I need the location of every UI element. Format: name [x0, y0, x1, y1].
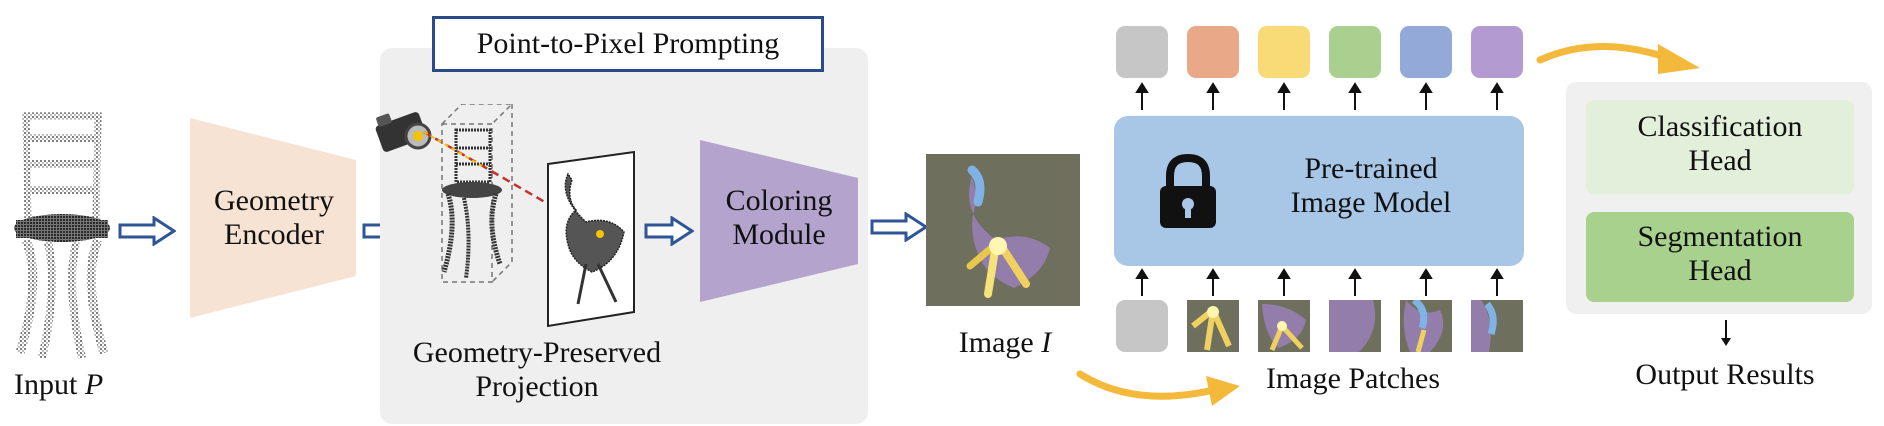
- image-patch: [1258, 300, 1310, 352]
- image-patch: [1400, 300, 1452, 352]
- image-patch: [1329, 300, 1381, 352]
- projection-line2: Projection: [475, 370, 599, 403]
- input-label-text: Input: [14, 368, 85, 401]
- output-results-label: Output Results: [1635, 358, 1815, 391]
- output-token: [1400, 26, 1452, 78]
- curved-arrow-icon: [1536, 43, 1700, 74]
- projection-line1: Geometry-Preserved: [412, 336, 662, 369]
- coloring-module-line2: Module: [732, 218, 826, 251]
- segmentation-line2: Head: [1688, 254, 1752, 287]
- down-arrow-icon: [1721, 320, 1731, 346]
- projection-illustration: [375, 104, 635, 328]
- input-label: Input P: [14, 368, 103, 402]
- image-label: Image I: [940, 326, 1070, 360]
- segmentation-line1: Segmentation: [1637, 220, 1803, 253]
- output-token: [1258, 26, 1310, 78]
- lock-icon: [1160, 154, 1216, 228]
- geometry-encoder-label: Geometry Encoder: [196, 184, 352, 252]
- coloring-module-label: Coloring Module: [700, 184, 858, 252]
- segmentation-label: Segmentation Head: [1586, 220, 1854, 288]
- geometry-encoder-line1: Geometry: [214, 184, 334, 217]
- segmentation-head: Segmentation Head: [1586, 212, 1854, 302]
- hollow-arrow-icon: [870, 212, 928, 242]
- coloring-module-shape: [700, 140, 858, 302]
- classification-head: Classification Head: [1586, 100, 1854, 194]
- image-patch: [1187, 300, 1239, 352]
- pretrained-line2: Image Model: [1290, 186, 1452, 219]
- cls-patch-token: [1116, 300, 1168, 352]
- geometry-encoder-line2: Encoder: [224, 218, 324, 251]
- hollow-arrow-icon: [644, 216, 694, 246]
- image-symbol: I: [1041, 326, 1052, 359]
- input-symbol: P: [84, 368, 104, 401]
- up-arrows-bottom: [1135, 268, 1504, 296]
- pretrained-line1: Pre-trained: [1304, 152, 1438, 185]
- output-token: [1329, 26, 1381, 78]
- geometry-encoder-shape: [190, 118, 356, 318]
- image-label-text: Image: [958, 326, 1042, 359]
- classification-line1: Classification: [1637, 110, 1803, 143]
- camera-icon: [375, 112, 432, 152]
- curved-arrow-icon: [1076, 370, 1240, 406]
- up-arrows-top: [1135, 82, 1504, 110]
- input-point-cloud: [14, 112, 110, 359]
- output-token: [1116, 26, 1168, 78]
- output-token: [1471, 26, 1523, 78]
- pretrained-model-label: Pre-trained Image Model: [1236, 152, 1506, 220]
- p2p-title: Point-to-Pixel Prompting: [476, 27, 780, 60]
- hollow-arrow-icon: [118, 216, 176, 246]
- classification-line2: Head: [1688, 144, 1752, 177]
- coloring-module-line1: Coloring: [725, 184, 833, 217]
- colored-image: [926, 154, 1080, 306]
- image-patches-label: Image Patches: [1265, 362, 1441, 395]
- p2p-title-box: Point-to-Pixel Prompting: [432, 16, 824, 72]
- image-patch: [1471, 300, 1523, 352]
- classification-label: Classification Head: [1586, 110, 1854, 178]
- output-token: [1187, 26, 1239, 78]
- projection-label: Geometry-Preserved Projection: [392, 336, 682, 404]
